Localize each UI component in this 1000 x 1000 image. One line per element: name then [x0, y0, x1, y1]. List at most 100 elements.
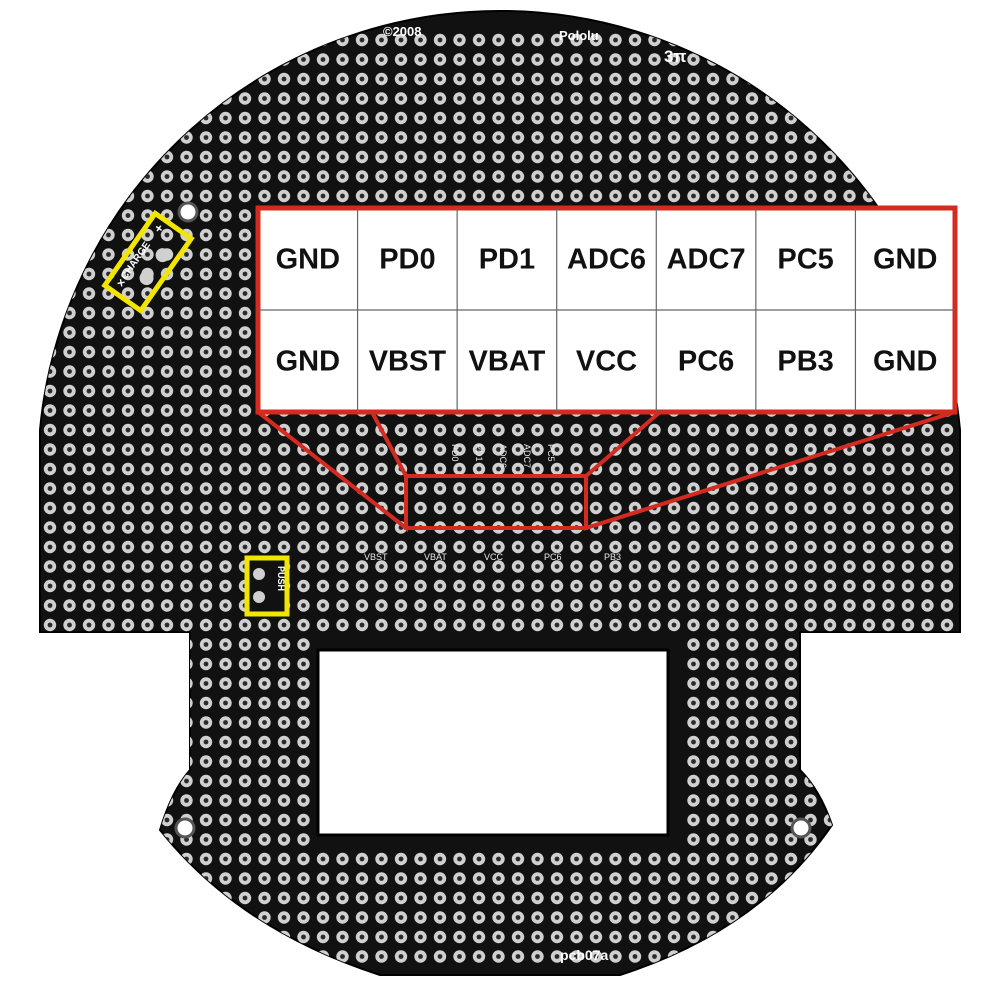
pad-hole: [67, 115, 72, 121]
pad-hole: [106, 466, 111, 472]
pad-hole: [886, 603, 891, 608]
pad-hole: [496, 876, 501, 881]
pad-hole: [632, 583, 638, 589]
pad-hole: [67, 388, 72, 394]
pad-hole: [203, 408, 209, 413]
pad-hole: [86, 681, 92, 686]
pad-hole: [691, 96, 696, 101]
pad: [43, 735, 57, 749]
pad: [102, 150, 115, 164]
pad-hole: [437, 856, 443, 862]
pad: [258, 53, 271, 66]
pad-hole: [86, 252, 92, 257]
pad-hole: [340, 915, 345, 920]
pad-hole: [145, 408, 150, 413]
pad-hole: [652, 895, 657, 901]
pad-hole: [535, 544, 540, 550]
pad-hole: [925, 447, 930, 452]
pad-hole: [847, 798, 852, 803]
pad-hole: [223, 876, 228, 881]
pad: [238, 930, 252, 944]
pad-hole: [710, 876, 716, 881]
pad-hole: [827, 154, 833, 160]
pad-hole: [730, 895, 735, 901]
pad-hole: [340, 954, 345, 959]
pad-hole: [320, 895, 326, 901]
pad: [882, 131, 895, 144]
pad-hole: [496, 57, 501, 62]
pad-hole: [749, 57, 755, 62]
pad-hole: [437, 583, 443, 589]
pad-hole: [652, 603, 657, 608]
pad-hole: [398, 603, 404, 608]
pad-hole: [808, 934, 813, 940]
pad-hole: [944, 954, 950, 959]
pad-hole: [671, 135, 677, 140]
pad-hole: [769, 622, 774, 628]
pin-label: ADC7: [667, 244, 746, 276]
pad-hole: [437, 57, 443, 62]
pad: [940, 930, 954, 944]
pad-hole: [184, 505, 189, 511]
pad-hole: [203, 505, 209, 511]
pad-hole: [203, 174, 209, 179]
pad-hole: [67, 408, 72, 413]
pad: [745, 72, 759, 86]
pad-hole: [632, 486, 638, 491]
pad-hole: [106, 661, 111, 667]
pad-hole: [710, 193, 716, 199]
pad: [862, 53, 876, 66]
pad-hole: [476, 895, 482, 901]
pad-hole: [203, 213, 209, 218]
pad: [180, 92, 193, 105]
pad-hole: [515, 57, 521, 62]
pad-hole: [827, 778, 833, 784]
pad-hole: [203, 330, 209, 335]
copyright-text: ©2008: [383, 24, 422, 39]
pad-hole: [203, 759, 209, 764]
pad-hole: [418, 135, 423, 140]
pad-hole: [47, 759, 53, 764]
pad-hole: [418, 603, 423, 608]
pad: [63, 209, 76, 222]
pad-hole: [554, 57, 560, 62]
pad-hole: [359, 876, 365, 881]
pad-hole: [301, 486, 306, 491]
pad-hole: [769, 954, 774, 959]
pad-hole: [866, 466, 872, 472]
pad-hole: [164, 661, 170, 667]
pad-hole: [847, 154, 852, 160]
pad-hole: [320, 876, 326, 881]
pad-hole: [886, 759, 891, 764]
pad: [180, 111, 193, 125]
pad-hole: [203, 349, 209, 355]
pad-hole: [925, 934, 930, 940]
pad-hole: [359, 427, 365, 433]
pad-hole: [691, 700, 696, 706]
pad-hole: [437, 115, 443, 121]
pad-hole: [106, 876, 111, 881]
pad-hole: [905, 486, 911, 491]
pad: [63, 852, 76, 866]
pad: [63, 33, 76, 47]
pad: [82, 150, 96, 164]
pad-hole: [515, 583, 521, 589]
pad-hole: [164, 193, 170, 199]
pad-hole: [164, 622, 170, 628]
pad-hole: [340, 96, 345, 101]
pad: [258, 950, 271, 963]
pad-hole: [223, 583, 228, 589]
pad-hole: [86, 525, 92, 530]
pad-hole: [398, 954, 404, 959]
pad-hole: [281, 700, 287, 706]
pad-hole: [47, 739, 53, 745]
pad-hole: [320, 37, 326, 43]
pad-hole: [301, 154, 306, 160]
pad-hole: [749, 37, 755, 43]
pad: [141, 755, 154, 768]
pad: [82, 833, 96, 846]
pad: [43, 657, 57, 671]
pad-hole: [164, 388, 170, 394]
pad-hole: [593, 934, 599, 940]
